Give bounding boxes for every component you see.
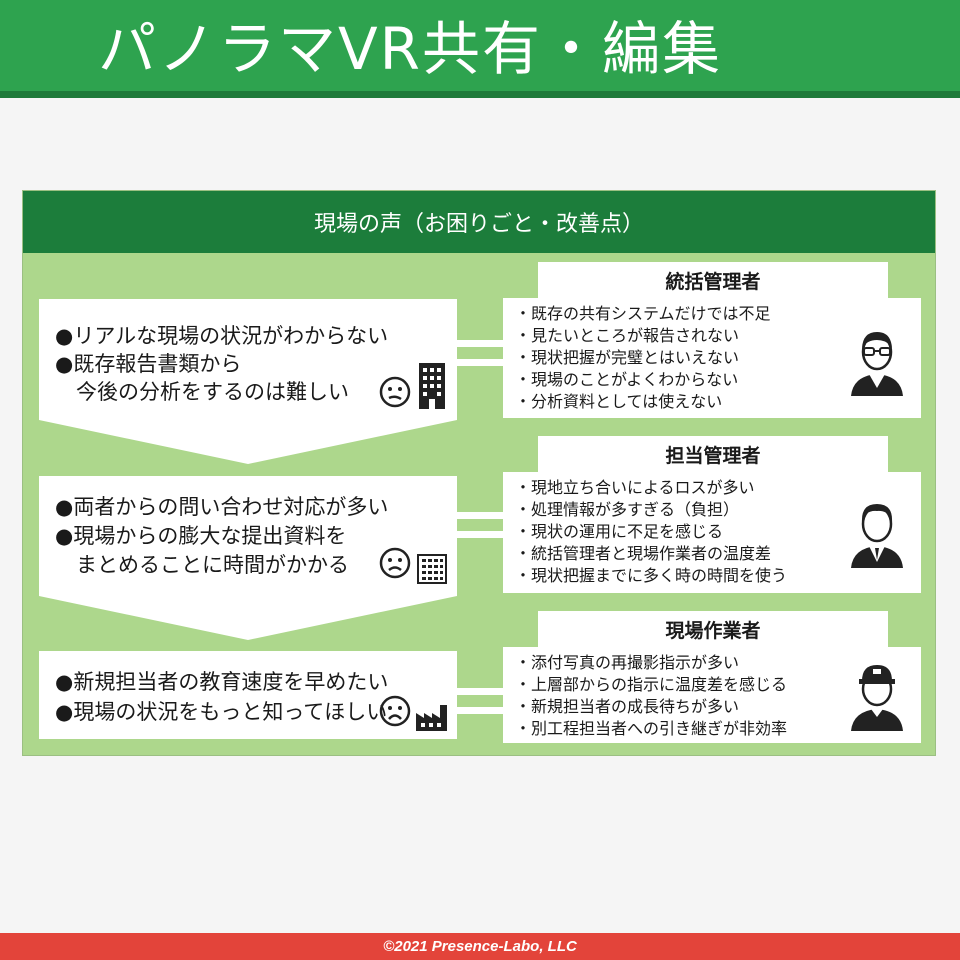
role-item: ・統括管理者と現場作業者の温度差: [515, 544, 772, 563]
role-box-field-worker: ・添付写真の再撮影指示が多い ・上層部からの指示に温度差を感じる ・新規担当者の…: [503, 647, 921, 743]
role-item: ・新規担当者の成長待ちが多い: [515, 697, 740, 716]
issue-line: ●現場からの膨大な提出資料を: [55, 524, 347, 548]
flow-arrow: [39, 596, 457, 640]
issue-line: ●両者からの問い合わせ対応が多い: [55, 495, 389, 519]
role-item: ・別工程担当者への引き継ぎが非効率: [515, 719, 788, 738]
role-title-site-manager: 担当管理者: [538, 436, 888, 472]
panel-title: 現場の声（お困りごと・改善点）: [23, 191, 935, 253]
worried-face-icon: [379, 547, 411, 579]
role-title-field-worker: 現場作業者: [538, 611, 888, 647]
role-item: ・見たいところが報告されない: [515, 326, 740, 345]
connector-line: [457, 512, 503, 519]
copyright-footer: ©2021 Presence-Labo, LLC: [0, 933, 960, 960]
worried-face-icon: [379, 376, 411, 408]
role-item: ・現状把握が完璧とはいえない: [515, 348, 740, 367]
role-item: ・処理情報が多すぎる（負担）: [515, 500, 740, 519]
role-item: ・現場のことがよくわからない: [515, 370, 739, 389]
issue-box-2: ●両者からの問い合わせ対応が多い ●現場からの膨大な提出資料を まとめることに時…: [39, 476, 457, 596]
role-item: ・上層部からの指示に温度差を感じる: [515, 675, 788, 694]
issue-line: ●既存報告書類から: [55, 352, 242, 376]
issue-box-3: ●新規担当者の教育速度を早めたい ●現場の状況をもっと知ってほしい: [39, 651, 457, 739]
issue-line: 今後の分析をするのは難しい: [55, 380, 349, 404]
role-box-site-manager: ・現地立ち合いによるロスが多い ・処理情報が多すぎる（負担） ・現状の運用に不足…: [503, 472, 921, 593]
role-item: ・現状の運用に不足を感じる: [515, 522, 724, 541]
role-item: ・既存の共有システムだけでは不足: [515, 304, 771, 323]
issue-box-1: ●リアルな現場の状況がわからない ●既存報告書類から 今後の分析をするのは難しい: [39, 299, 457, 420]
manager-glasses-person-icon: [851, 332, 903, 396]
connector-line: [457, 707, 503, 714]
role-item: ・現状把握までに多く時の時間を使う: [515, 566, 788, 585]
flow-arrow: [39, 420, 457, 464]
issue-line: ●リアルな現場の状況がわからない: [55, 324, 389, 348]
connector-line: [457, 340, 503, 347]
role-box-general-manager: ・既存の共有システムだけでは不足 ・見たいところが報告されない ・現状把握が完璧…: [503, 298, 921, 418]
worker-cap-person-icon: [851, 665, 903, 731]
manager-person-icon: [851, 504, 903, 568]
role-title-general-manager: 統括管理者: [538, 262, 888, 298]
header-bar: パノラマVR共有・編集: [0, 0, 960, 98]
connector-line: [457, 359, 503, 366]
connector-line: [457, 688, 503, 695]
office-building-icon: [419, 363, 445, 409]
issue-line: ●現場の状況をもっと知ってほしい: [55, 700, 388, 724]
role-item: ・添付写真の再撮影指示が多い: [515, 653, 740, 672]
connector-line: [457, 531, 503, 538]
page-title: パノラマVR共有・編集: [98, 15, 722, 83]
role-item: ・分析資料としては使えない: [515, 392, 723, 411]
role-item: ・現地立ち合いによるロスが多い: [515, 478, 755, 497]
voices-panel: 現場の声（お困りごと・改善点） ●リアルな現場の状況がわからない ●既存報告書類…: [22, 190, 936, 756]
issue-line: まとめることに時間がかかる: [55, 553, 349, 577]
factory-icon: [416, 705, 447, 731]
sad-face-icon: [379, 695, 411, 727]
issue-line: ●新規担当者の教育速度を早めたい: [55, 670, 389, 694]
apartment-building-icon: [417, 554, 447, 584]
